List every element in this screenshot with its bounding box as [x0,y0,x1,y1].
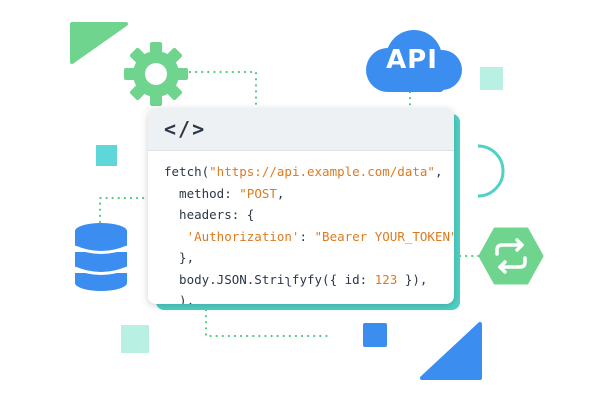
gear-icon [124,42,188,106]
code-line: }, [164,247,454,269]
code-token: }), [397,271,428,287]
code-card-header: </> [148,108,454,151]
code-line: body.JSON.Striʅfyfy({ id: 123 }), [164,269,454,291]
code-line: headers: { [164,204,454,226]
blue-square-shape [363,323,387,347]
code-token: "POST [239,185,277,201]
database-icon [74,223,128,291]
code-token: "Bearer YOUR_TOKEN" [314,228,454,244]
code-token: ), [164,293,195,304]
code-card: </> fetch("https://api.example.com/data"… [148,108,454,304]
api-label: API [386,45,438,75]
api-cloud-icon [366,30,462,92]
blue-triangle-shape [420,322,482,380]
code-line: ), [164,290,454,304]
code-line: method: "POST, [164,183,454,205]
teal-arc-shape [477,144,505,198]
code-token: }, [164,250,195,265]
code-brackets-icon: </> [164,117,207,141]
code-token: body.JSON.Striʅfyfy({ id: [164,271,375,287]
code-token: : [299,228,315,244]
connector-gear-card [188,70,258,110]
code-line: fetch("https://api.example.com/data", [164,161,454,183]
code-token: fetch( [164,164,210,179]
mint-square-shape-bottom [121,325,149,353]
code-token: , [434,164,443,179]
sync-icon [478,227,544,285]
code-snippet: fetch("https://api.example.com/data", me… [148,151,454,304]
connector-card-bottom [204,308,332,338]
code-token: 123 [374,271,398,287]
code-token: "https://api.example.com/data" [209,164,435,179]
green-triangle-shape [70,22,128,64]
mint-square-shape-top [480,67,503,90]
cyan-square-shape [96,145,117,166]
code-token: 'Authorization' [186,228,300,244]
code-token: method: [164,185,240,201]
connector-db-card [98,196,150,224]
code-line: 'Authorization': "Bearer YOUR_TOKEN" [164,226,454,248]
code-token [164,229,187,244]
code-token: , [276,185,285,201]
code-token: headers: { [164,207,255,222]
